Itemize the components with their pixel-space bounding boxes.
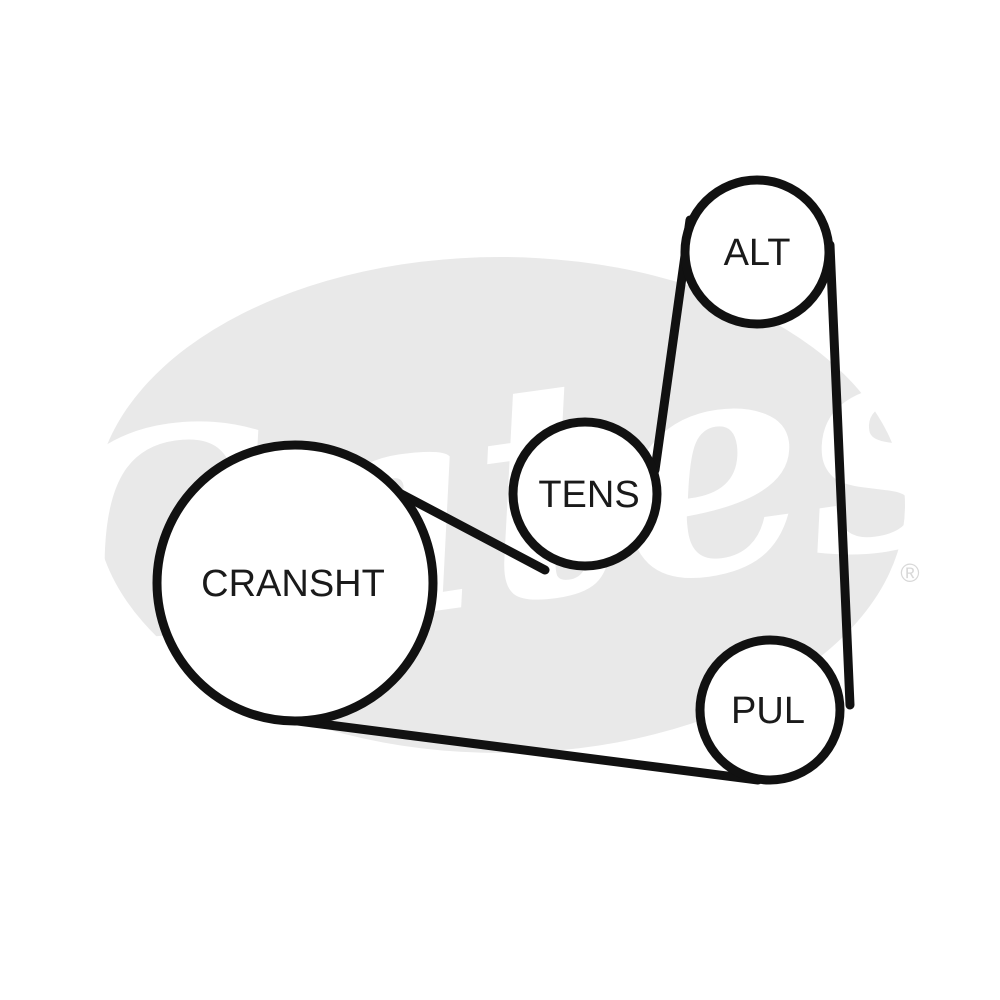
pulley-tensioner-label: TENS [538,474,639,516]
pulley-crankshaft-circle [152,440,438,726]
pulley-idler-circle [695,635,845,785]
belt-span-pul-to-crank [285,715,763,785]
pulley-tensioner: TENS [508,417,662,571]
pulley-alternator: ALT [680,175,834,329]
pulley-alternator-label: ALT [724,232,791,274]
pulley-crankshaft: CRANSHT [152,440,438,726]
pulley-idler-label: PUL [731,690,805,732]
pulley-alternator-circle [680,175,834,329]
pulley-tensioner-circle [508,417,662,571]
pulley-crankshaft-label: CRANSHT [201,563,385,605]
pulley-idler: PUL [695,635,845,785]
belt-span-alt-to-pul [825,240,855,710]
watermark-registered-mark: ® [900,558,919,588]
